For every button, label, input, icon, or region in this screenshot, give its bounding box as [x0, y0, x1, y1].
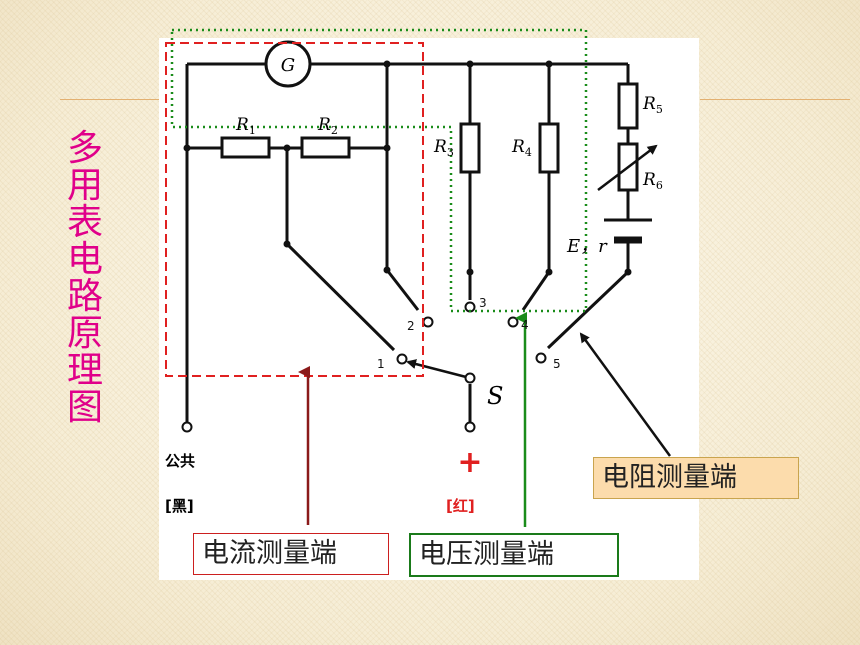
current-measure-region — [165, 42, 424, 377]
battery-icon — [604, 218, 652, 244]
decorative-line-right — [700, 99, 850, 100]
variable-resistor-arrow — [597, 144, 658, 191]
resistor-r2 — [300, 136, 351, 159]
r2-label: R2 — [317, 115, 338, 137]
r6-label: R6 — [642, 170, 663, 192]
positive-sign: + — [457, 445, 482, 480]
terminal-1 — [396, 353, 408, 365]
switch-label: S — [487, 382, 503, 410]
common-color-label: [黑] — [165, 497, 194, 515]
positive-color-label: [红] — [446, 497, 475, 515]
r1-label: R1 — [235, 115, 256, 137]
r4-label: R4 — [511, 137, 532, 159]
terminal-5 — [535, 352, 547, 364]
junction-dots — [183, 60, 632, 276]
circuit-wires — [185, 62, 630, 422]
resistor-r5 — [617, 82, 639, 130]
terminal-1-label: 1 — [377, 357, 385, 371]
galvanometer-icon — [264, 40, 312, 88]
resistance-callout-arrow — [579, 332, 672, 457]
battery-label: E，r — [566, 236, 608, 257]
terminal-2 — [422, 316, 434, 328]
switch-arm — [406, 359, 471, 380]
common-terminal — [181, 421, 193, 433]
voltage-measure-callout: 电压测量端 — [409, 533, 619, 577]
terminal-4 — [507, 316, 519, 328]
resistor-r3 — [459, 122, 481, 174]
decorative-line-left — [60, 99, 160, 100]
galvanometer-label: G — [281, 55, 295, 76]
positive-terminal — [464, 421, 476, 433]
terminal-4-label: 4 — [521, 318, 529, 332]
terminal-5-label: 5 — [553, 357, 561, 371]
resistor-r1 — [220, 136, 271, 159]
r5-label: R5 — [642, 94, 663, 116]
r3-label: R3 — [433, 137, 454, 159]
resistor-r4 — [538, 122, 560, 174]
terminal-2-label: 2 — [407, 319, 415, 333]
terminal-3-label: 3 — [479, 296, 487, 310]
resistance-measure-callout: 电阻测量端 — [593, 457, 799, 499]
current-measure-callout: 电流测量端 — [193, 533, 389, 575]
slide-title: 多用表电路原理图 — [66, 128, 103, 428]
switch-pivot — [464, 372, 476, 384]
common-label: 公共 — [165, 452, 195, 470]
voltage-measure-region — [170, 28, 588, 313]
